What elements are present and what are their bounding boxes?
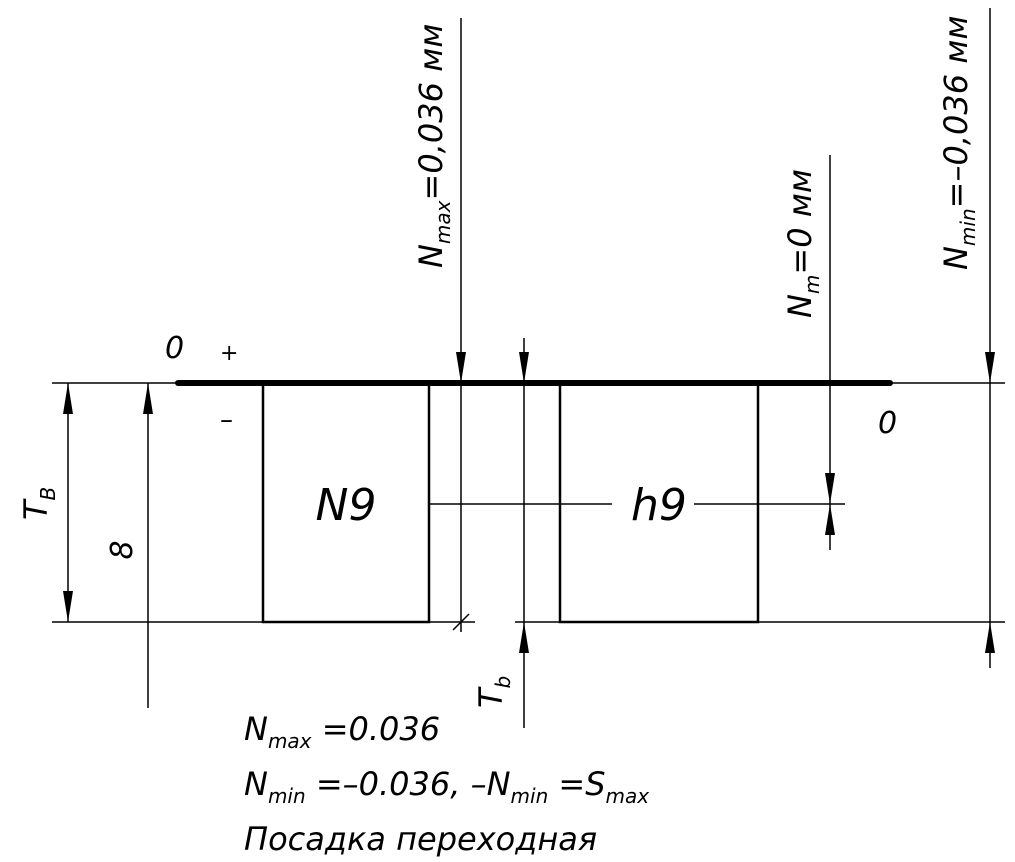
arrow-head xyxy=(519,622,529,653)
hole-tolerance-symbol: TB xyxy=(17,487,60,520)
note-n-max: Nmax =0.036 xyxy=(244,710,440,753)
hole-field-label: N9 xyxy=(316,480,377,531)
arrow-head xyxy=(985,352,995,383)
n-min-dimension-label: Nmin=–0,036 мм xyxy=(937,15,980,270)
hole-tolerance-field xyxy=(261,381,431,624)
hole-tolerance-value: 8 xyxy=(105,540,140,559)
arrow-head xyxy=(456,352,466,383)
arrow-head xyxy=(63,591,73,622)
note-n-min: Nmin =–0.036, –Nmin =Smax xyxy=(244,765,649,808)
n-max-dimension-label: Nmax=0,036 мм xyxy=(412,24,455,268)
arrow-head xyxy=(519,352,529,383)
shaft-tolerance-field xyxy=(558,381,760,624)
arrow-head xyxy=(143,383,153,414)
shaft-field-label: h9 xyxy=(631,480,687,531)
zero-line-left-label: 0 xyxy=(165,331,184,366)
arrow-head xyxy=(825,473,835,504)
zero-line-right-label: 0 xyxy=(878,406,897,441)
arrow-head xyxy=(63,383,73,414)
n-max-tick xyxy=(452,613,470,631)
n-m-dimension-label: Nm=0 мм xyxy=(781,169,824,318)
plus-sign: + xyxy=(220,341,238,366)
arrow-head xyxy=(825,504,835,535)
shaft-tolerance-symbol: Tb xyxy=(472,676,515,708)
minus-sign: – xyxy=(220,405,233,435)
arrow-head xyxy=(985,622,995,653)
note-fit-type: Посадка переходная xyxy=(244,820,597,858)
